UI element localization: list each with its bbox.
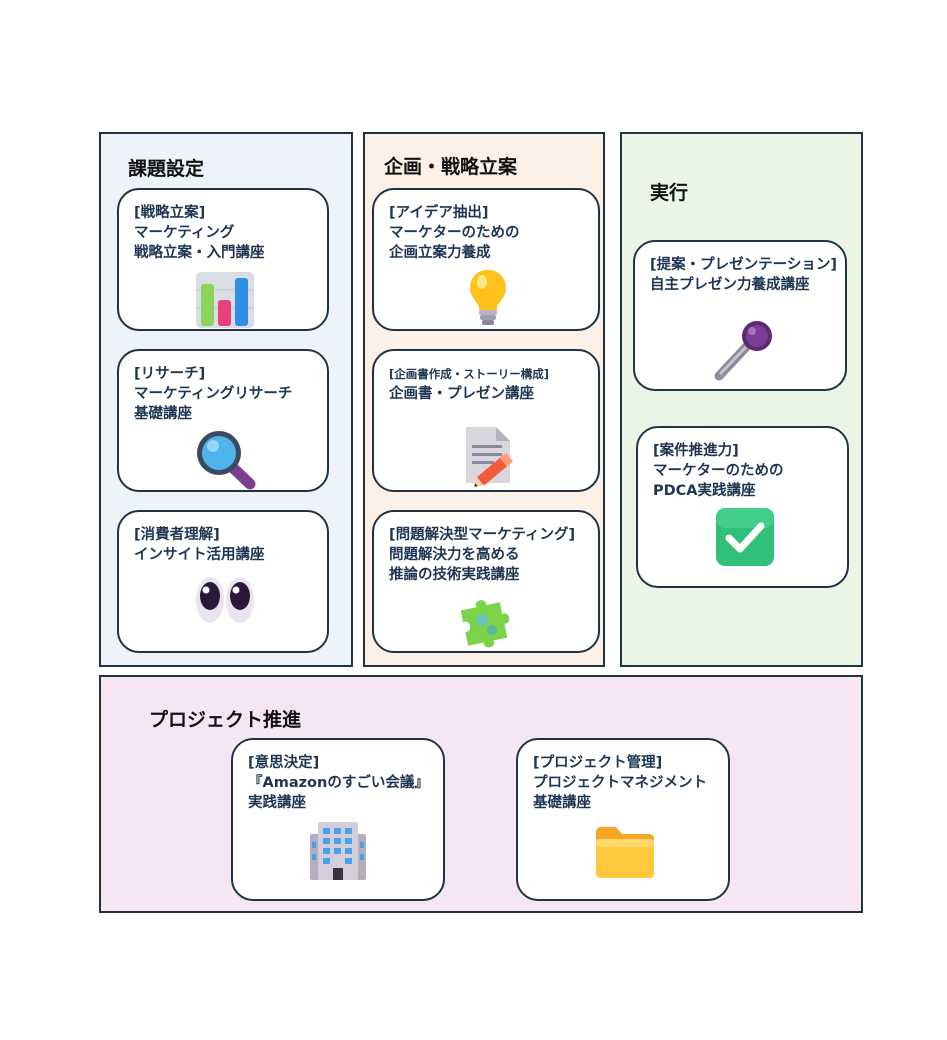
panel-jikko: 実行 [提案・プレゼンテーション] 自主プレゼン力養成講座 [案件推進力] マー… [620, 132, 863, 667]
card-tag: [アイデア抽出] [389, 205, 489, 221]
check-box-icon [716, 508, 774, 566]
panel-title: 課題設定 [128, 158, 205, 180]
card-pdca[interactable]: [案件推進力] マーケターのための PDCA実践講座 [636, 426, 849, 588]
card-title-line: 戦略立案・入門講座 [134, 245, 265, 261]
card-idea[interactable]: [アイデア抽出] マーケターのための 企画立案力養成 [372, 188, 600, 331]
office-building-icon [310, 822, 366, 880]
document-pencil-icon [466, 427, 514, 487]
card-insight[interactable]: [消費者理解] インサイト活用講座 [117, 510, 329, 653]
card-research[interactable]: [リサーチ] マーケティングリサーチ 基礎講座 [117, 349, 329, 492]
card-title-line: 基礎講座 [533, 795, 591, 811]
panel-kikaku: 企画・戦略立案 [アイデア抽出] マーケターのための 企画立案力養成 [企画書作… [363, 132, 605, 667]
card-tag: [消費者理解] [134, 527, 220, 543]
card-title-line: インサイト活用講座 [134, 547, 265, 563]
lightbulb-icon [470, 270, 506, 325]
card-title-line: プロジェクトマネジメント [533, 775, 707, 791]
puzzle-icon [460, 600, 510, 648]
microphone-icon [714, 321, 772, 381]
folder-icon [596, 827, 654, 878]
card-title-line: 企画書・プレゼン講座 [389, 386, 534, 402]
card-document[interactable]: [企画書作成・ストーリー構成] 企画書・プレゼン講座 [372, 349, 600, 492]
card-title-line: 『Amazonのすごい会議』 [248, 775, 429, 791]
card-tag: [提案・プレゼンテーション] [650, 257, 837, 273]
card-title-line: 基礎講座 [134, 406, 192, 422]
card-pm[interactable]: [プロジェクト管理] プロジェクトマネジメント 基礎講座 [516, 738, 730, 901]
panel-title: 企画・戦略立案 [384, 156, 518, 178]
card-presentation[interactable]: [提案・プレゼンテーション] 自主プレゼン力養成講座 [633, 240, 847, 391]
card-decision[interactable]: [意思決定] 『Amazonのすごい会議』 実践講座 [231, 738, 445, 901]
card-problem[interactable]: [問題解決型マーケティング] 問題解決力を高める 推論の技術実践講座 [372, 510, 600, 653]
card-title-line: 推論の技術実践講座 [389, 567, 520, 583]
magnifier-icon [197, 431, 256, 490]
card-title-line: マーケティング [134, 225, 235, 241]
card-tag: [リサーチ] [134, 366, 206, 382]
card-title-line: 問題解決力を高める [389, 547, 520, 563]
card-title-line: 企画立案力養成 [389, 245, 491, 261]
card-title-line: マーケターのための [389, 225, 520, 241]
panel-title: 実行 [650, 182, 689, 204]
card-title-line: 自主プレゼン力養成講座 [650, 277, 810, 293]
card-tag: [戦略立案] [134, 205, 206, 221]
eyes-icon [196, 577, 254, 623]
card-tag: [意思決定] [248, 755, 320, 771]
card-strategy[interactable]: [戦略立案] マーケティング 戦略立案・入門講座 [117, 188, 329, 331]
panel-kadai: 課題設定 [戦略立案] マーケティング 戦略立案・入門講座 [リサーチ] マーケ… [99, 132, 353, 667]
card-title-line: 実践講座 [248, 795, 306, 811]
panel-project: プロジェクト推進 [意思決定] 『Amazonのすごい会議』 実践講座 [プロジ… [99, 675, 863, 913]
panel-title: プロジェクト推進 [149, 709, 302, 731]
bar-chart-icon [196, 272, 254, 328]
card-tag: [プロジェクト管理] [533, 755, 663, 771]
card-title-line: PDCA実践講座 [653, 483, 756, 499]
card-tag: [企画書作成・ストーリー構成] [389, 367, 550, 381]
card-title-line: マーケティングリサーチ [134, 386, 293, 402]
card-tag: [問題解決型マーケティング] [389, 527, 576, 543]
card-tag: [案件推進力] [653, 443, 739, 459]
card-title-line: マーケターのための [653, 463, 784, 479]
